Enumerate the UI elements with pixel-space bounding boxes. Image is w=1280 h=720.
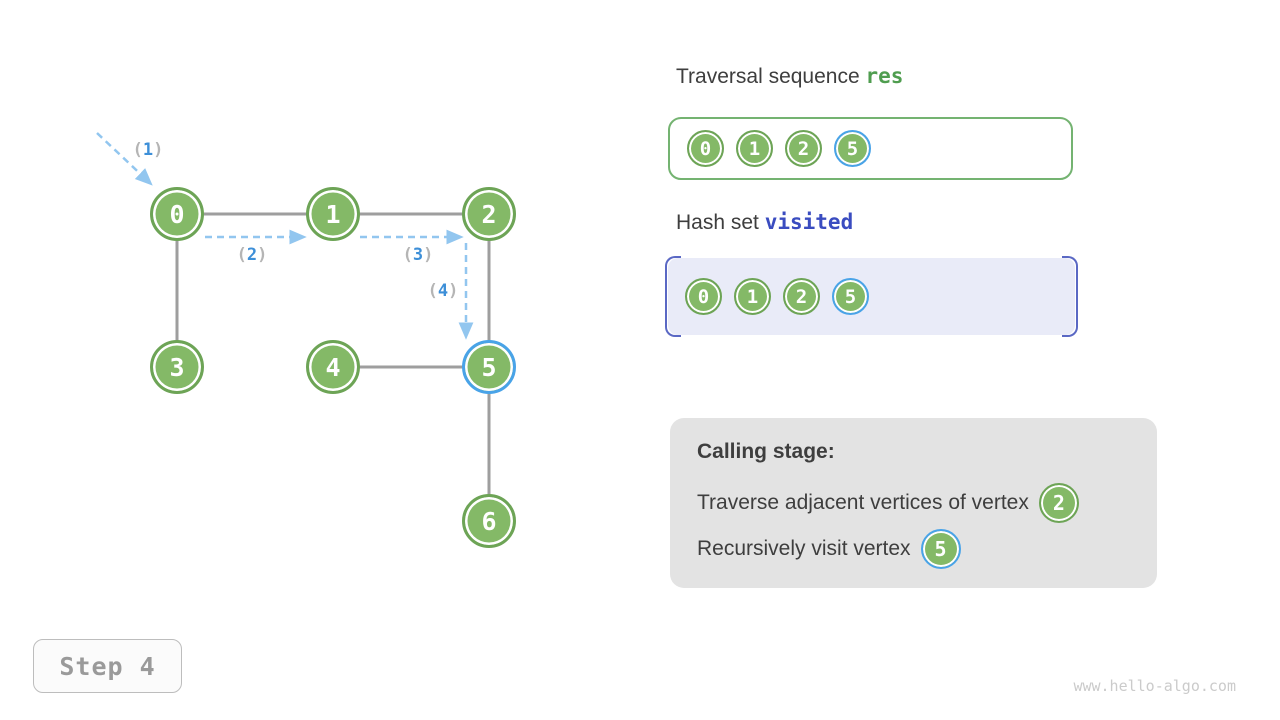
visited-item-5: 5 bbox=[832, 278, 869, 315]
traversal-step-label-2: (2) bbox=[236, 245, 268, 265]
calling-line-1-vertex: 2 bbox=[1038, 483, 1079, 523]
res-item-0: 0 bbox=[687, 130, 724, 167]
calling-line-2-vertex: 5 bbox=[920, 529, 961, 569]
graph-node-1: 1 bbox=[306, 187, 360, 241]
visited-item-1: 1 bbox=[734, 278, 771, 315]
graph-node-5: 5 bbox=[462, 340, 516, 394]
calling-stage-box: Calling stage: Traverse adjacent vertice… bbox=[670, 418, 1157, 588]
res-title-code: res bbox=[865, 64, 904, 88]
visited-title-text: Hash set bbox=[676, 211, 765, 234]
graph-node-2: 2 bbox=[462, 187, 516, 241]
traversal-step-label-1: (1) bbox=[132, 140, 164, 160]
visited-title-code: visited bbox=[764, 210, 854, 234]
calling-stage-heading: Calling stage: bbox=[697, 440, 835, 463]
graph-node-6: 6 bbox=[462, 494, 516, 548]
res-item-2: 2 bbox=[785, 130, 822, 167]
calling-stage-line-1: Traverse adjacent vertices of vertex 2 bbox=[697, 480, 1079, 526]
traversal-step-label-4: (4) bbox=[427, 281, 459, 301]
res-sequence-box: 0 1 2 5 bbox=[668, 117, 1073, 180]
graph-node-4: 4 bbox=[306, 340, 360, 394]
graph-node-3: 3 bbox=[150, 340, 204, 394]
res-item-5: 5 bbox=[834, 130, 871, 167]
watermark: www.hello-algo.com bbox=[1073, 677, 1236, 695]
visited-item-0: 0 bbox=[685, 278, 722, 315]
visited-item-2: 2 bbox=[783, 278, 820, 315]
step-indicator: Step 4 bbox=[33, 639, 182, 693]
visited-set-box: 0 1 2 5 bbox=[665, 256, 1078, 337]
calling-line-2-text: Recursively visit vertex bbox=[697, 537, 911, 560]
calling-line-1-text: Traverse adjacent vertices of vertex bbox=[697, 491, 1029, 514]
graph-edges-and-arrows-icon bbox=[96, 132, 491, 521]
traversal-step-label-3: (3) bbox=[402, 245, 434, 265]
calling-stage-line-2: Recursively visit vertex 5 bbox=[697, 526, 961, 572]
visited-panel-title: Hash set visited bbox=[676, 210, 853, 235]
graph-node-0: 0 bbox=[150, 187, 204, 241]
res-item-1: 1 bbox=[736, 130, 773, 167]
res-title-text: Traversal sequence bbox=[676, 65, 866, 88]
res-panel-title: Traversal sequence res bbox=[676, 64, 903, 89]
